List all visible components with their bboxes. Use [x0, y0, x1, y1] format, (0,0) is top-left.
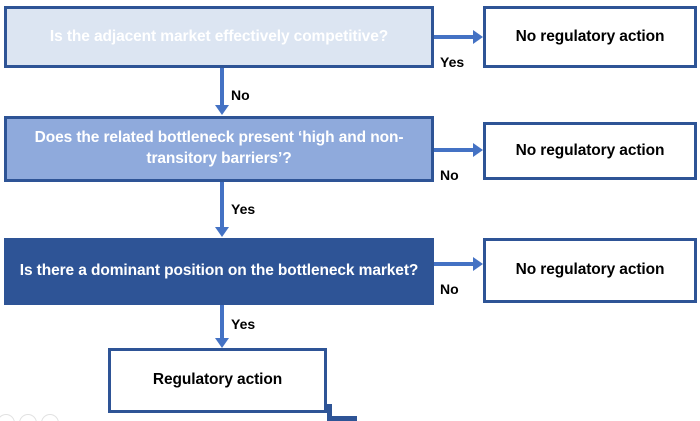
- outcome-box-regulatory-action[interactable]: Regulatory action: [108, 348, 327, 413]
- decision-box-dominant-position-label: Is there a dominant position on the bott…: [19, 262, 419, 280]
- decorative-circle-icon: [41, 414, 59, 421]
- edge-label-adjacent-market-no: No: [231, 87, 250, 103]
- arrow-adjacent-market-yes: [434, 35, 474, 39]
- decision-box-adjacent-market-label: Is the adjacent market effectively compe…: [49, 27, 389, 45]
- decision-box-dominant-position[interactable]: Is there a dominant position on the bott…: [4, 238, 434, 305]
- arrow-dominant-position-no: [434, 262, 474, 266]
- edge-label-dominant-position-yes: Yes: [231, 316, 256, 332]
- arrow-bottleneck-barriers-no: [434, 148, 474, 152]
- edge-label-dominant-position-no: No: [440, 281, 459, 297]
- decision-box-adjacent-market[interactable]: Is the adjacent market effectively compe…: [4, 6, 434, 68]
- outcome-box-no-action-1[interactable]: No regulatory action: [483, 6, 697, 68]
- decorative-circle-icon: [0, 414, 15, 421]
- arrow-adjacent-market-no: [220, 68, 224, 106]
- edge-label-bottleneck-barriers-no: No: [440, 167, 459, 183]
- outcome-box-no-action-2-label: No regulatory action: [515, 141, 665, 159]
- outcome-box-no-action-1-label: No regulatory action: [515, 27, 665, 45]
- arrow-bottleneck-barriers-yes: [220, 182, 224, 228]
- outcome-box-no-action-2[interactable]: No regulatory action: [483, 122, 697, 180]
- decorative-circle-icon: [19, 414, 37, 421]
- outcome-box-no-action-3-label: No regulatory action: [515, 261, 665, 279]
- outcome-box-regulatory-action-label: Regulatory action: [152, 371, 283, 389]
- outcome-box-no-action-3[interactable]: No regulatory action: [483, 238, 697, 303]
- edge-label-bottleneck-barriers-yes: Yes: [231, 201, 256, 217]
- decision-box-bottleneck-barriers-label: Does the related bottleneck present ‘hig…: [34, 129, 404, 167]
- arrow-dominant-position-yes: [220, 305, 224, 339]
- decorative-corner-accent: [327, 404, 357, 421]
- decision-box-bottleneck-barriers[interactable]: Does the related bottleneck present ‘hig…: [4, 116, 434, 182]
- decorative-circles: [0, 414, 70, 421]
- edge-label-adjacent-market-yes: Yes: [440, 54, 465, 70]
